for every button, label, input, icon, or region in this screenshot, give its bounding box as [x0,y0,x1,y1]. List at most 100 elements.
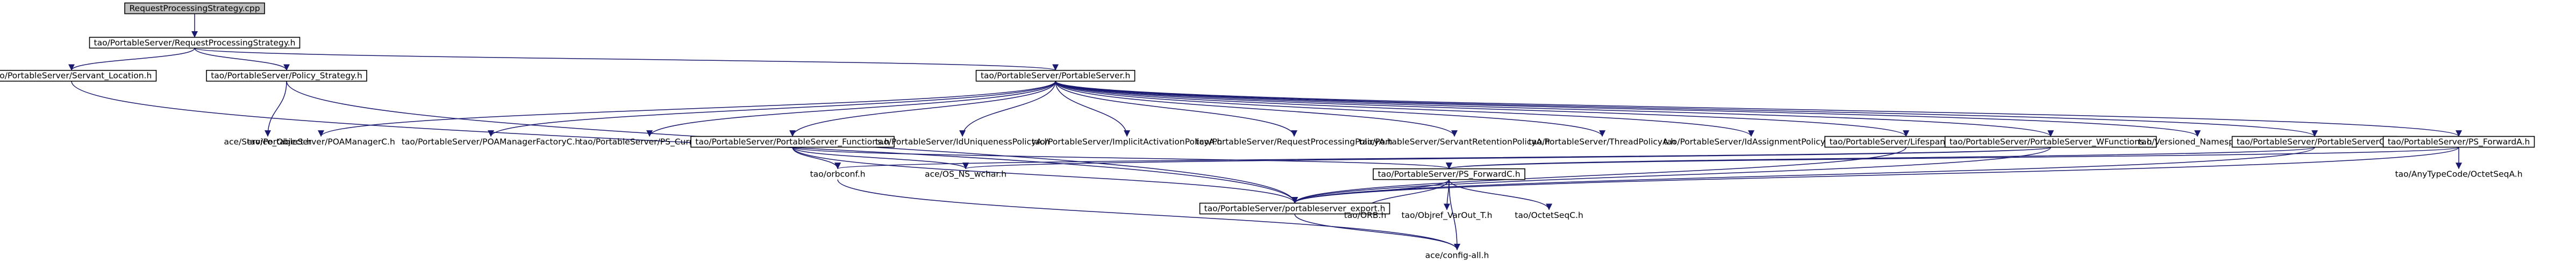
include-edge [265,81,287,137]
include-edge [318,81,1056,137]
header-node[interactable]: tao/PortableServer/PortableServerC.h [2231,136,2398,148]
header-node[interactable]: tao/PortableServer/ThreadPolicyA.h [1529,137,1676,147]
node-label: tao/PortableServer/IdAssignmentPolicyA.h [1664,137,1839,147]
node-box [89,37,301,49]
include-edge [1055,81,1130,137]
header-node[interactable]: tao/Objref_VarOut_T.h [1402,210,1493,221]
node-label: RequestProcessingStrategy.cpp [129,4,260,13]
node-label: tao/orbconf.h [810,170,866,179]
node-label: tao/PortableServer/PS_ForwardA.h [2388,137,2530,147]
header-node[interactable]: tao/PortableServer/PortableServer_WFunct… [1944,136,2157,148]
include-edge [1291,147,2051,204]
include-edge [963,146,2051,170]
include-edge [1448,179,1460,250]
include-edge [959,81,1056,137]
header-node[interactable]: ace/config-all.h [1425,250,1489,260]
node-label: tao/Objref_VarOut_T.h [1402,210,1493,221]
node-label: tao/PortableServer/PortableServer.h [981,71,1130,81]
include-edge [792,146,1452,170]
include-edge [1055,81,1909,137]
header-node[interactable]: ace/OS_NS_wchar.h [925,170,1007,180]
node-label: tao/AnyTypeCode/OctetSeqA.h [2395,170,2522,179]
node-label: tao/OctetSeqC.h [1515,210,1583,220]
node-box [206,69,367,82]
include-edge [792,146,969,170]
header-node[interactable]: tao/PortableServer/IdAssignmentPolicyA.h [1664,137,1839,147]
include-edge [792,147,1298,204]
header-node[interactable]: tao/PortableServer/ImplicitActivationPol… [1032,137,1223,147]
node-label: tao/PortableServer/Servant_Location.h [0,71,152,81]
header-node[interactable]: tao/PortableServer/RequestProcessingStra… [89,37,301,49]
header-node[interactable]: ace/Service_Object.h [224,137,311,147]
include-edge [68,48,195,71]
header-node[interactable]: tao/Versioned_Namespace.h [2138,137,2257,147]
header-node[interactable]: tao/PortableServer/PortableServer.h [975,69,1136,82]
node-label: tao/Versioned_Namespace.h [2138,137,2257,147]
node-label: tao/PortableServer/RequestProcessingStra… [94,38,296,47]
node-label: tao/PortableServer/PS_ForwardC.h [1378,170,1520,180]
include-edge [1055,81,1458,137]
header-node[interactable]: tao/PortableServer/PortableServer_Functi… [690,136,895,148]
header-node[interactable]: tao/PortableServer/POAManagerFactoryC.h [402,137,580,147]
node-label: tao/PortableServer/portableserver_export… [1204,204,1386,214]
node-label: tao/ORB.h [1344,210,1387,220]
header-node[interactable]: tao/PortableServer/RequestProcessingPoli… [1196,137,1393,147]
node-label: tao/PortableServer/RequestProcessingPoli… [1196,137,1393,147]
node-label: tao/PortableServer/POAManagerC.h [247,137,395,147]
header-node[interactable]: tao/AnyTypeCode/OctetSeqA.h [2395,170,2522,179]
node-box [1944,136,2157,148]
header-node[interactable]: tao/PortableServer/portableserver_export… [1199,202,1390,215]
include-edge [71,81,1298,204]
node-label: tao/PortableServer/Policy_Strategy.h [211,71,362,81]
include-edge [1446,146,2315,170]
node-box [2382,136,2535,148]
node-label: tao/PortableServer/PortableServer_Functi… [695,137,889,147]
edges-layer [68,13,2462,250]
include-edge [789,81,1056,137]
include-edge [194,47,1059,71]
include-edge [1055,81,2318,137]
node-label: tao/PortableServer/PortableServerC.h [2237,137,2393,147]
header-node[interactable]: tao/PortableServer/ServantRetentionPolic… [1359,137,1550,147]
include-edge [1055,81,1297,137]
header-node[interactable]: tao/PortableServer/IdUniquenessPolicyA.h [875,137,1050,147]
include-edge [837,179,1460,250]
node-box [124,2,265,15]
include-edge [646,81,1056,137]
focus-file-node: RequestProcessingStrategy.cpp [124,2,265,15]
node-label: tao/PortableServer/POAManagerFactoryC.h [402,137,580,147]
include-edge [1446,146,2459,170]
header-node[interactable]: tao/OctetSeqC.h [1515,210,1583,220]
header-node[interactable]: tao/PortableServer/PS_CurrentC.h [580,137,720,147]
include-edge [194,48,290,71]
node-label: tao/PortableServer/ThreadPolicyA.h [1529,137,1676,147]
header-node[interactable]: tao/orbconf.h [810,170,866,179]
header-node[interactable]: tao/ORB.h [1344,210,1387,220]
include-edge [1055,81,1605,137]
include-edge [1055,81,2054,137]
node-label: tao/PortableServer/PS_CurrentC.h [580,137,720,147]
node-box [1199,202,1390,215]
header-node[interactable]: tao/PortableServer/PS_ForwardA.h [2382,136,2535,148]
node-label: tao/PortableServer/ImplicitActivationPol… [1032,137,1223,147]
node-label: tao/PortableServer/LifespanPolicyA.h [1829,137,1982,147]
node-box [690,136,895,148]
include-edge [488,81,1056,137]
header-node[interactable]: tao/PortableServer/Policy_Strategy.h [206,69,367,82]
nodes-layer: RequestProcessingStrategy.cpp tao/Portabl… [0,2,2535,260]
include-edge [1291,179,1450,204]
include-edge [1448,179,1552,210]
node-label: ace/config-all.h [1425,250,1489,260]
header-node[interactable]: tao/PortableServer/POAManagerC.h [247,137,395,147]
header-node[interactable]: tao/PortableServer/Servant_Location.h [0,69,157,82]
include-edge [1291,146,2459,204]
node-box [975,69,1136,82]
node-box [0,69,157,82]
include-edge [1055,81,2462,137]
header-node[interactable]: tao/PortableServer/PS_ForwardC.h [1373,168,1525,180]
include-edge [1055,81,2201,137]
node-label: ace/OS_NS_wchar.h [925,170,1007,180]
node-label: ace/Service_Object.h [224,137,311,147]
node-label: tao/PortableServer/ServantRetentionPolic… [1359,137,1550,147]
